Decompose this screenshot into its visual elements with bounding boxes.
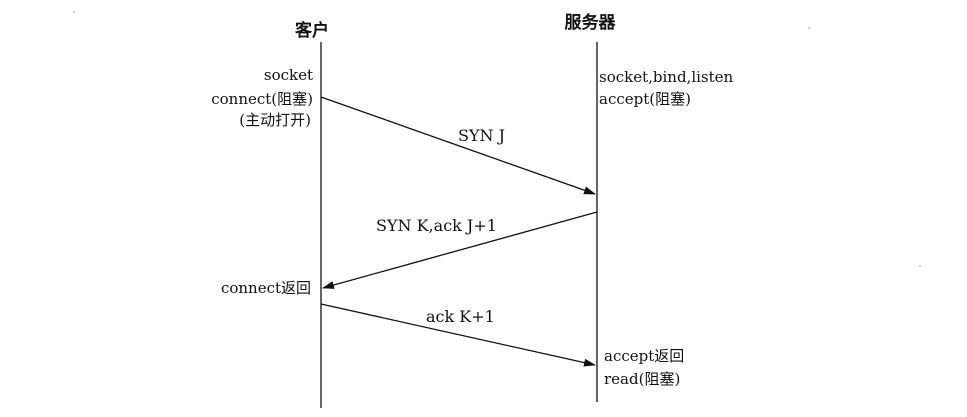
scan-speck [808,27,810,29]
server-header: 服务器 [565,12,617,33]
client-header: 客户 [294,20,329,41]
ack-k-label: ack K+1 [426,307,495,326]
server-accept-return-label: accept返回 [604,347,684,365]
scan-speck [73,11,75,13]
server-socket-bind-listen-label: socket,bind,listen [599,68,734,86]
syn-k-ack-arrow [322,211,598,289]
syn-k-ack-label: SYN K,ack J+1 [376,216,497,235]
scan-speck [919,265,921,267]
syn-j-label: SYN J [458,126,505,145]
server-accept-block-label: accept(阻塞) [599,90,691,108]
syn-j-arrow [320,96,596,195]
client-active-open-label: (主动打开) [239,111,311,129]
client-connect-block-label: connect(阻塞) [211,90,313,108]
server-read-block-label: read(阻塞) [604,370,680,388]
client-socket-label: socket [264,66,313,84]
client-connect-return-label: connect返回 [221,279,311,297]
ack-k-arrow [320,303,596,367]
